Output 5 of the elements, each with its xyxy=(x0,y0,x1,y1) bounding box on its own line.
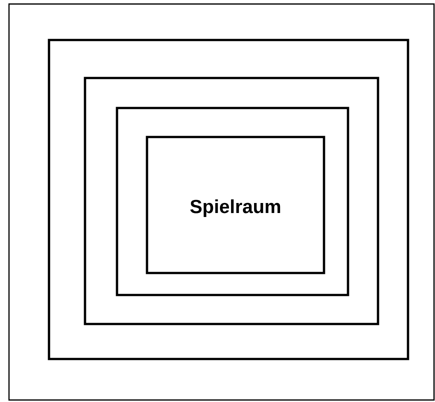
nested-box xyxy=(48,38,410,360)
nested-box xyxy=(116,106,350,296)
frame-box xyxy=(8,3,435,401)
nested-box xyxy=(84,76,380,326)
text-box: Spielraum xyxy=(146,136,326,274)
